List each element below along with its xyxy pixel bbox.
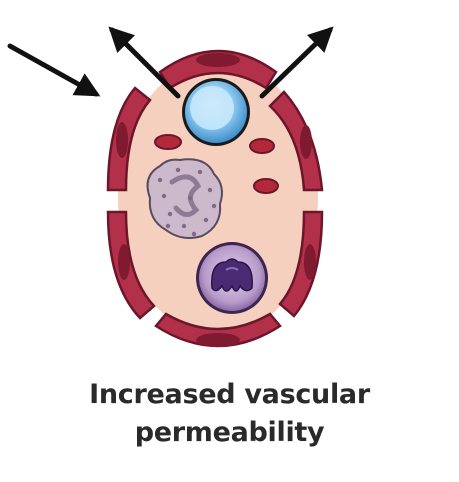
red-blood-cell-icon	[254, 179, 278, 193]
arrow-out-icon	[112, 30, 178, 96]
caption-line-1: Increased vascular	[0, 378, 459, 412]
arrow-out-icon	[262, 30, 330, 96]
endothelial-nucleus	[196, 53, 240, 67]
endothelial-nucleus	[300, 125, 312, 159]
arrow-in-icon	[10, 46, 96, 94]
caption-line-2: permeability	[0, 416, 459, 450]
endothelial-nucleus	[116, 122, 128, 158]
monocyte-icon	[196, 242, 268, 314]
endothelial-nucleus	[118, 244, 130, 280]
endothelial-nucleus	[196, 333, 240, 347]
lymphocyte-icon	[182, 78, 250, 146]
arrows	[10, 30, 330, 96]
red-blood-cell-icon	[155, 135, 181, 149]
endothelial-nucleus	[304, 244, 316, 280]
red-blood-cell-icon	[250, 139, 274, 153]
